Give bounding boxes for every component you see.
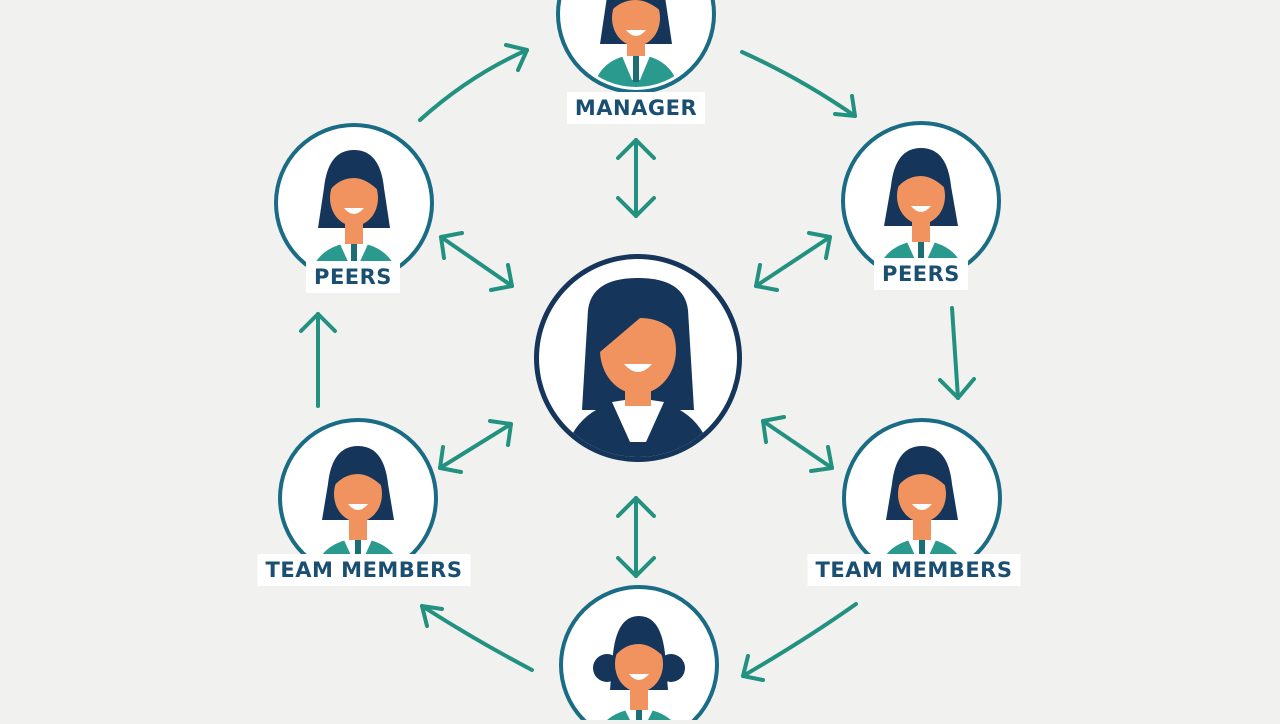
double-arrow-icon (754, 231, 832, 292)
arrow-icon (741, 602, 858, 682)
manager-person (556, 0, 716, 94)
team-right-label: TEAM MEMBERS (807, 554, 1021, 586)
arrow-icon (418, 43, 529, 122)
center-person (534, 254, 742, 462)
peers-right-label: PEERS (874, 258, 968, 290)
peers-left-label: PEERS (306, 261, 400, 293)
bottom-person (559, 585, 719, 724)
arrow-icon (420, 604, 534, 672)
double-arrow-icon (616, 496, 656, 578)
double-arrow-icon (438, 419, 513, 474)
manager-label: MANAGER (566, 92, 706, 124)
double-arrow-icon (761, 415, 834, 473)
arrow-icon (938, 306, 976, 400)
arrow-icon (299, 312, 337, 408)
team-left-label: TEAM MEMBERS (257, 554, 471, 586)
peers-right-person (841, 121, 1001, 281)
double-arrow-icon (616, 138, 656, 218)
team-left-person (278, 418, 438, 578)
double-arrow-icon (439, 231, 514, 292)
arrow-icon (740, 50, 857, 118)
